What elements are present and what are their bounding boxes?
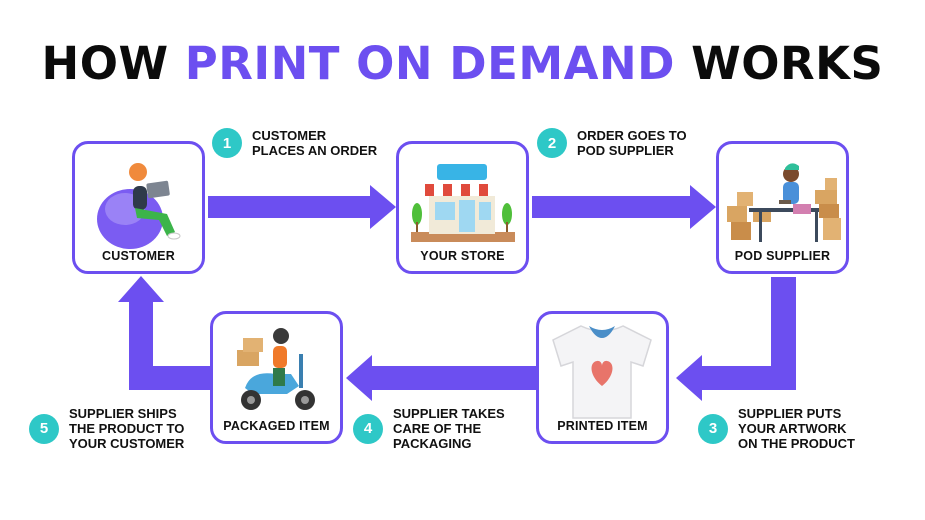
node-store-label: YOUR STORE [420, 249, 505, 263]
node-printed-label: PRINTED ITEM [557, 419, 648, 433]
step-4-badge: 4 [353, 413, 383, 444]
title-part-3: WORKS [691, 37, 884, 90]
step-2-text: ORDER GOES TO POD SUPPLIER [577, 128, 687, 158]
arrow-printed-to-packaged [346, 355, 536, 401]
step-1-badge: 1 [212, 128, 242, 158]
step-4: 4 SUPPLIER TAKES CARE OF THE PACKAGING [353, 406, 505, 451]
node-store: YOUR STORE [396, 141, 529, 274]
step-1-text: CUSTOMER PLACES AN ORDER [252, 128, 378, 158]
node-supplier-label: POD SUPPLIER [734, 249, 831, 263]
arrow-supplier-to-printed [676, 277, 796, 401]
store-icon [411, 164, 515, 242]
step-3: 3 SUPPLIER PUTS YOUR ARTWORK ON THE PROD… [698, 406, 855, 451]
node-packaged: PACKAGED ITEM [210, 311, 343, 444]
node-customer: CUSTOMER [72, 141, 205, 274]
step-3-text: SUPPLIER PUTS YOUR ARTWORK ON THE PRODUC… [738, 406, 855, 451]
arrow-store-to-supplier [532, 185, 716, 229]
title-part-2: PRINT ON DEMAND [184, 37, 675, 90]
step-2: 2 ORDER GOES TO POD SUPPLIER [537, 128, 687, 158]
node-supplier: POD SUPPLIER [716, 141, 849, 274]
step-5-badge: 5 [29, 413, 59, 444]
tshirt-heart-icon [552, 325, 652, 419]
customer-on-beanbag-icon [97, 163, 181, 249]
node-printed: PRINTED ITEM [536, 311, 669, 444]
node-packaged-label: PACKAGED ITEM [223, 419, 330, 433]
arrow-packaged-to-customer [118, 276, 210, 390]
step-2-badge: 2 [537, 128, 567, 158]
supplier-with-boxes-icon [727, 163, 841, 242]
step-4-text: SUPPLIER TAKES CARE OF THE PACKAGING [393, 406, 505, 451]
step-5-text: SUPPLIER SHIPS THE PRODUCT TO YOUR CUSTO… [69, 406, 185, 451]
delivery-scooter-icon [237, 328, 315, 410]
arrow-customer-to-store [208, 185, 396, 229]
step-5: 5 SUPPLIER SHIPS THE PRODUCT TO YOUR CUS… [29, 406, 184, 451]
page-title: HOW PRINT ON DEMAND WORKS [0, 36, 925, 92]
node-customer-label: CUSTOMER [102, 249, 175, 263]
step-1: 1 CUSTOMER PLACES AN ORDER [212, 128, 377, 158]
step-3-badge: 3 [698, 413, 728, 444]
title-part-1: HOW [41, 37, 169, 90]
